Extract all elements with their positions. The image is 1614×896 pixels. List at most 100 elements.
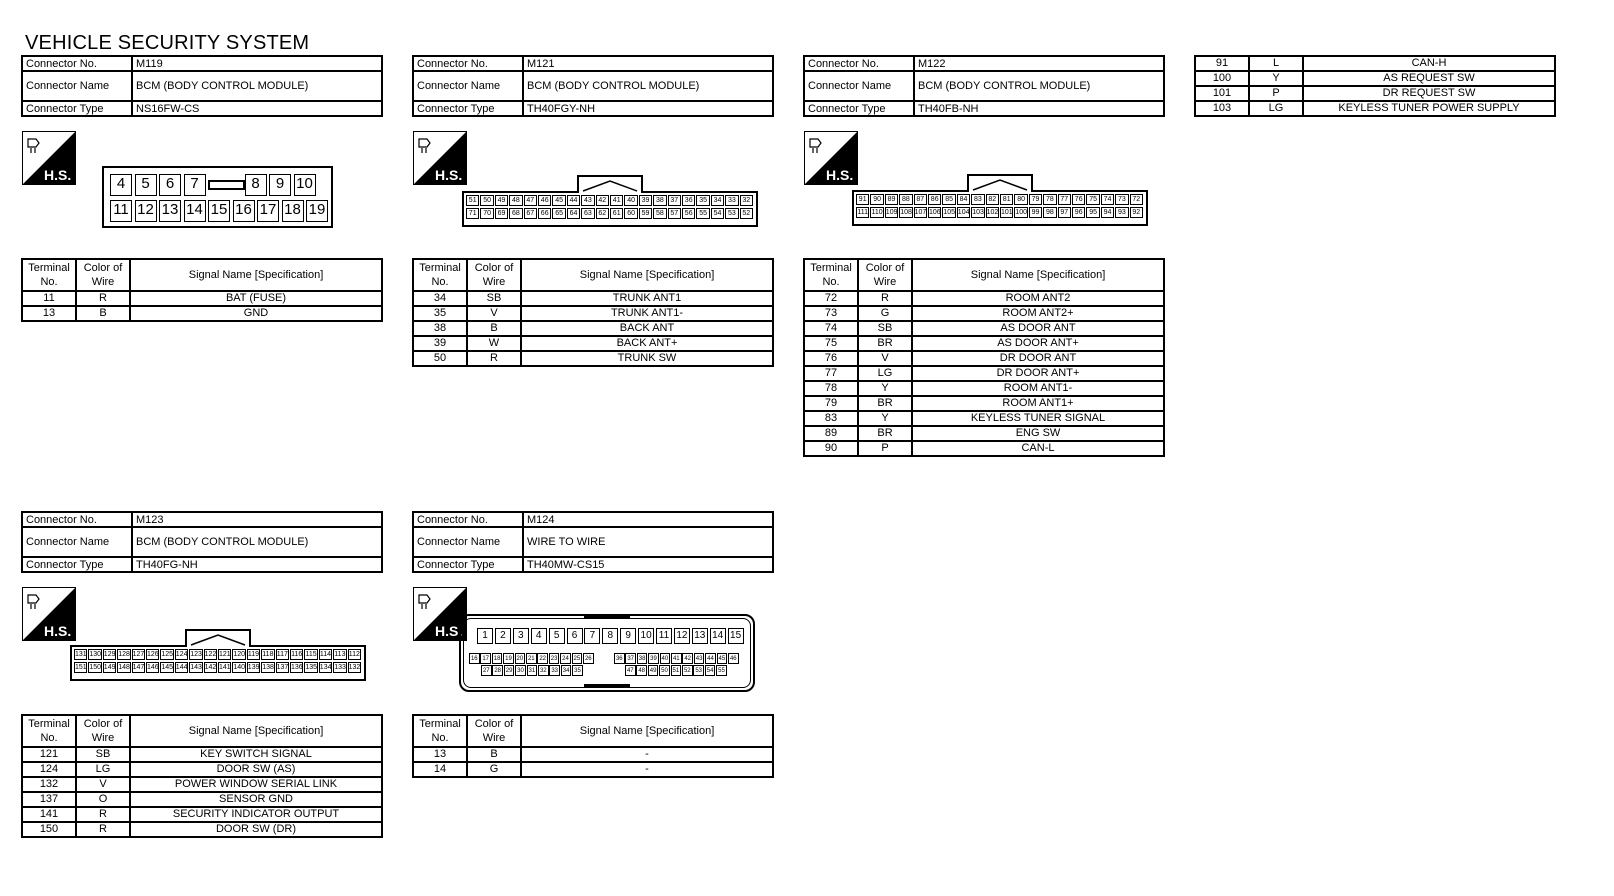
terminal-pin: 43 (693, 653, 705, 664)
signal-name-cell: KEYLESS TUNER POWER SUPPLY (1302, 100, 1556, 117)
terminal-no-cell: 11 (21, 290, 77, 307)
wire-color-cell: V (466, 305, 522, 322)
terminal-pin: 29 (503, 665, 515, 676)
terminal-pin: 121 (218, 649, 232, 660)
terminal-pin: 142 (203, 662, 217, 673)
terminal-pin: 10 (293, 174, 316, 196)
terminal-no-cell: 14 (412, 761, 468, 778)
wire-color-cell: Y (857, 410, 913, 427)
signal-name-cell: SENSOR GND (129, 791, 383, 808)
terminal-pin: 85 (942, 194, 956, 205)
terminal-pin: 80 (1014, 194, 1028, 205)
connector-type-value: NS16FW-CS (131, 100, 383, 117)
terminal-no-cell: 13 (21, 305, 77, 322)
lock-latch-icon (972, 179, 1028, 191)
terminal-pin: 130 (88, 649, 102, 660)
terminal-no-cell: 38 (412, 320, 468, 337)
connector-type-value: TH40FG-NH (131, 556, 383, 573)
terminal-pin: 143 (189, 662, 203, 673)
terminal-pin: 147 (131, 662, 145, 673)
terminal-pin (208, 180, 245, 190)
terminal-pin: 103 (971, 207, 985, 218)
terminal-no-cell: 150 (21, 821, 77, 838)
terminal-pin: 9 (269, 174, 291, 196)
terminal-no-cell: 124 (21, 761, 77, 778)
terminal-pin: 6 (159, 174, 181, 196)
terminal-pin: 107 (913, 207, 927, 218)
signal-name-cell: TRUNK ANT1- (520, 305, 774, 322)
label-connector-no: Connector No. (21, 55, 133, 72)
terminal-no-cell: 76 (803, 350, 859, 367)
terminal-pin: 35 (572, 665, 583, 676)
header-color-of-wire: Color of Wire (75, 714, 131, 748)
terminal-pin: 127 (131, 649, 145, 660)
terminal-pin: 27 (481, 665, 492, 676)
terminal-pin: 135 (304, 662, 318, 673)
terminal-pin: 7 (183, 174, 206, 196)
label-connector-no: Connector No. (21, 511, 133, 528)
terminal-pin: 44 (705, 653, 716, 664)
header-signal-name: Signal Name [Specification] (520, 714, 774, 748)
signal-name-cell: ROOM ANT2 (911, 290, 1165, 307)
terminal-pin: 151 (74, 662, 88, 673)
terminal-pin: 81 (1000, 194, 1014, 205)
terminal-pin: 95 (1086, 207, 1100, 218)
terminal-pin: 109 (884, 207, 899, 218)
terminal-pin: 125 (160, 649, 174, 660)
wire-color-cell: Y (1248, 70, 1304, 87)
terminal-pin: 138 (261, 662, 275, 673)
connector-lock (967, 174, 1033, 192)
connector-name-value: BCM (BODY CONTROL MODULE) (131, 70, 383, 102)
signal-name-cell: KEYLESS TUNER SIGNAL (911, 410, 1165, 427)
lock-latch-icon (190, 634, 246, 646)
connector-no-value: M122 (913, 55, 1165, 72)
terminal-pin: 110 (870, 207, 884, 218)
terminal-pin: 65 (552, 208, 566, 219)
terminal-pin: 120 (232, 649, 246, 660)
terminal-pin: 2 (494, 628, 511, 644)
terminal-no-cell: 83 (803, 410, 859, 427)
page-title: VEHICLE SECURITY SYSTEM (25, 32, 310, 54)
terminal-pin: 126 (146, 649, 160, 660)
terminal-pin: 53 (693, 665, 704, 676)
hs-harness-side-icon: H.S. (413, 131, 467, 185)
signal-name-cell: BAT (FUSE) (129, 290, 383, 307)
terminal-pin: 148 (117, 662, 131, 673)
terminal-pin: 40 (659, 653, 671, 664)
terminal-pin: 149 (102, 662, 117, 673)
terminal-pin: 4 (110, 174, 132, 196)
wire-color-cell: LG (75, 761, 131, 778)
connector-lock (185, 629, 251, 647)
terminal-no-cell: 72 (803, 290, 859, 307)
terminal-pin: 72 (1129, 194, 1143, 205)
wire-color-cell: O (75, 791, 131, 808)
terminal-no-cell: 90 (803, 440, 859, 457)
svg-text:H.S.: H.S. (435, 167, 462, 183)
wire-color-cell: SB (75, 746, 131, 763)
header-color-of-wire: Color of Wire (466, 714, 522, 748)
header-signal-name: Signal Name [Specification] (129, 258, 383, 292)
signal-name-cell: DR DOOR ANT+ (911, 365, 1165, 382)
wire-color-cell: V (75, 776, 131, 793)
terminal-pin: 33 (549, 665, 560, 676)
terminal-pin: 78 (1043, 194, 1057, 205)
svg-text:H.S.: H.S. (44, 167, 71, 183)
wire-color-cell: LG (1248, 100, 1304, 117)
lock-latch-icon (582, 180, 638, 192)
terminal-pin: 51 (466, 195, 480, 206)
terminal-no-cell: 137 (21, 791, 77, 808)
